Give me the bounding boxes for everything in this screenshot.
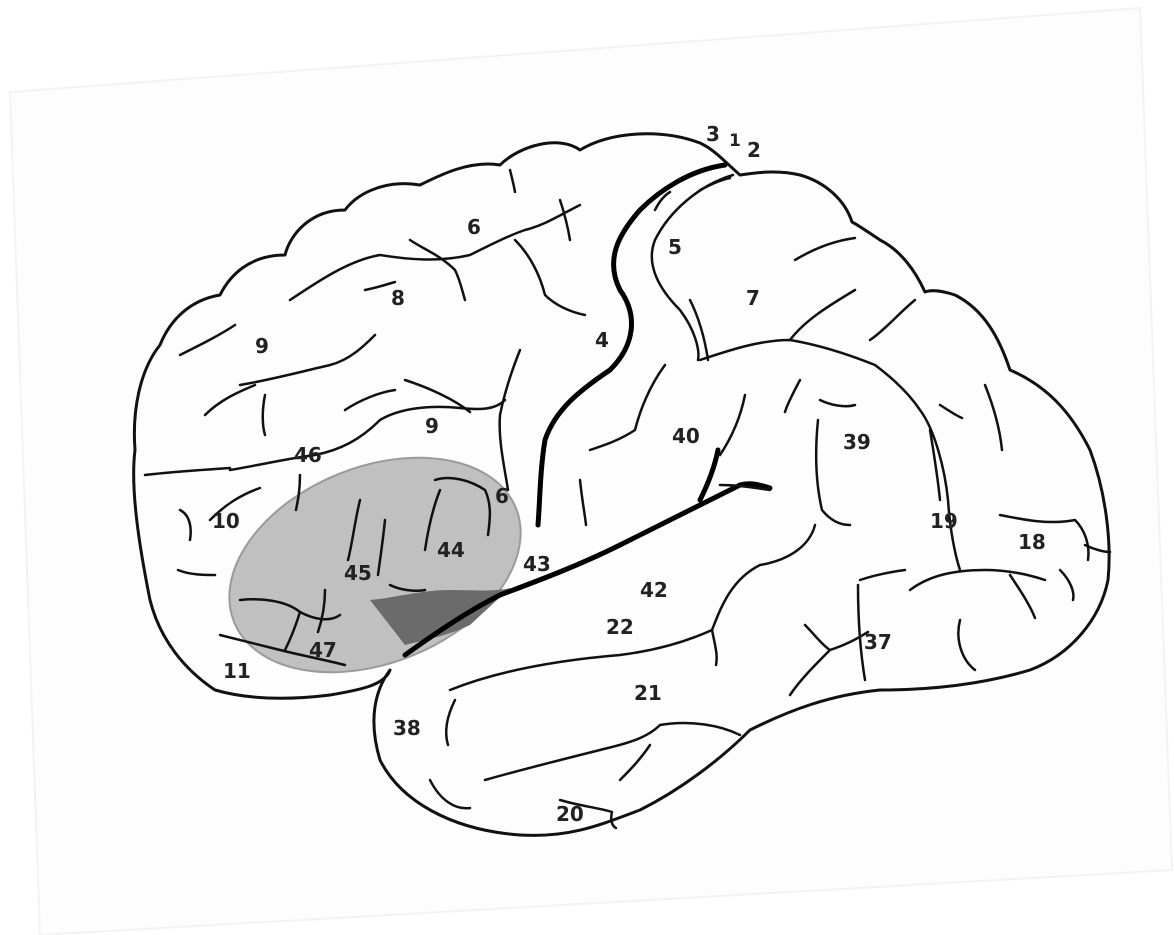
label-area-39: 39 [843,430,871,454]
label-area-47: 47 [309,638,337,662]
label-area-18: 18 [1018,530,1046,554]
label-area-44: 44 [437,538,465,562]
label-area-20: 20 [556,802,584,826]
inferior-frontal-sulcus [230,400,505,470]
label-area-9b: 9 [425,414,439,438]
label-area-46: 46 [294,443,322,467]
superior-frontal-sulcus [290,205,580,300]
label-area-19: 19 [930,509,958,533]
label-area-3: 3 [706,122,720,146]
label-area-10: 10 [212,509,240,533]
label-area-6: 6 [467,215,481,239]
label-area-37: 37 [864,630,892,654]
label-area-1: 1 [729,131,741,151]
label-area-2: 2 [747,138,761,162]
label-area-6b: 6 [495,484,509,508]
label-area-21: 21 [634,681,662,705]
label-area-7: 7 [746,286,760,310]
label-area-11: 11 [223,659,251,683]
label-area-38: 38 [393,716,421,740]
label-area-43: 43 [523,552,551,576]
intraparietal-sulcus [700,340,960,570]
label-area-4: 4 [595,328,609,352]
label-area-8: 8 [391,286,405,310]
label-area-9: 9 [255,334,269,358]
label-area-42: 42 [640,578,668,602]
label-area-45: 45 [344,561,372,585]
label-area-22: 22 [606,615,634,639]
label-area-40: 40 [672,424,700,448]
label-area-5: 5 [668,235,682,259]
